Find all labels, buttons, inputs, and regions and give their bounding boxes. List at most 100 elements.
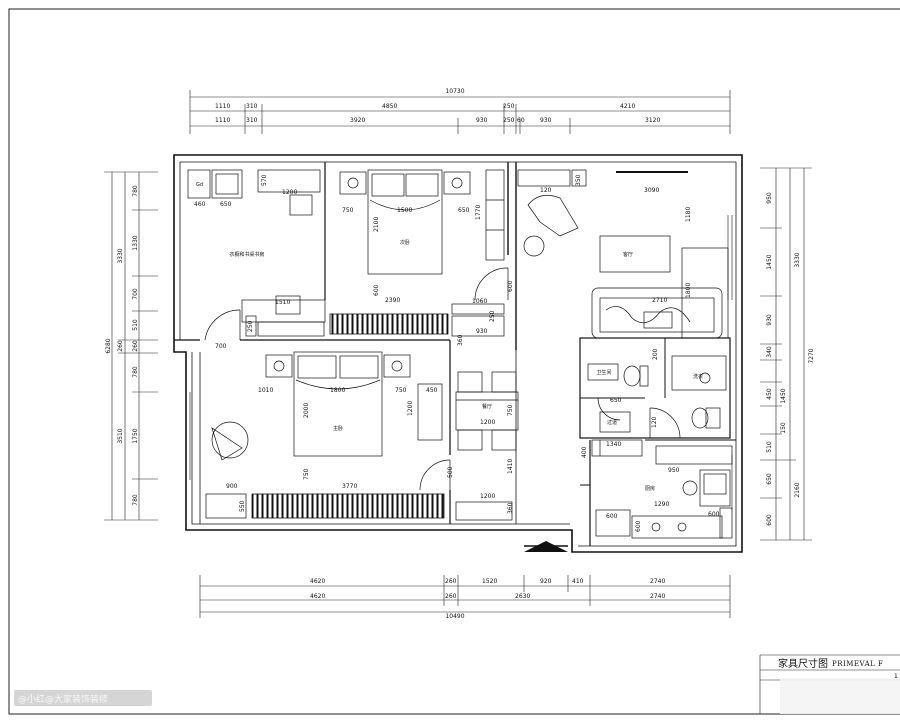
dim-label: 450 [426,387,438,394]
bottom-dimension-chain [199,575,731,618]
drawing-title: 家具尺寸图 [778,657,828,670]
dim-label: 150 [780,422,787,434]
dim-label: 2740 [650,578,665,585]
room-label-hall: 过道 [607,419,617,426]
dim-label: 600 [708,511,720,518]
dim-label: 700 [215,343,227,350]
door-swings [204,267,681,491]
dim-label: 1060 [472,298,487,305]
dim-label: 930 [476,328,488,335]
dim-label: 2710 [652,297,667,304]
dim-label: 1330 [132,235,139,250]
dim-label: 950 [668,467,680,474]
dim-label: 350 [575,174,582,186]
dim-label: 780 [132,494,139,506]
dim-label: 570 [261,174,268,186]
dim-label: 3510 [117,428,124,443]
bedroom-2 [339,169,505,337]
dim-label: 1110 [215,117,230,124]
dim-label: 1800 [685,283,692,298]
dim-label: 260 [445,578,457,585]
dim-label: 600 [507,280,514,292]
dim-label: 600 [606,513,618,520]
room-label-bedroom-2: 次卧 [400,239,410,246]
dim-label: 250 [247,320,254,332]
dim-label: 930 [766,314,773,326]
dim-label: 340 [766,346,773,358]
dim-label: 1450 [766,254,773,269]
room-label-bath: 卫生间 [596,369,611,376]
dim-label: 120 [651,416,658,428]
bathroom-fixtures [587,355,727,457]
dim-label: 920 [540,578,552,585]
dim-label: 600 [373,284,380,296]
title-block-fade [780,678,900,714]
dim-label: 1340 [606,441,621,448]
kitchen-fixtures [595,445,733,539]
dim-label: 1290 [654,501,669,508]
dim-label: 780 [132,185,139,197]
dim-label: 3330 [117,248,124,263]
dim-label: 260 [132,340,139,352]
dim-label: 1510 [275,299,290,306]
dim-label: 1200 [407,401,414,416]
dim-label: 3770 [342,483,357,490]
dim-label: 60 [517,117,525,124]
dim-label: 250 [503,103,515,110]
sheet-number: 1 [894,673,898,680]
dim-label: 1110 [215,103,230,110]
dim-label: 600 [766,514,773,526]
dim-label: 360 [457,334,464,346]
dim-label: 930 [540,117,552,124]
dim-label: 310 [246,103,258,110]
sheet-border [8,8,900,715]
left-dimension-chain [104,171,158,521]
dim-label: 1770 [475,205,482,220]
dim-label: 200 [652,348,659,360]
dim-label: 950 [766,192,773,204]
dim-label: 2160 [794,482,801,497]
dim-label: 1180 [685,207,692,222]
dim-label: 3920 [350,117,365,124]
dim-label: 750 [507,404,514,416]
room-label-kitchen: 厨房 [645,485,655,492]
dim-right-overall: 7270 [808,348,815,363]
drawing-title-en: PRIMEVAL F [832,660,883,668]
master-bedroom [205,351,513,521]
right-dimension-chain [760,167,812,541]
dim-label: 3120 [645,117,660,124]
dim-label: 1200 [282,189,297,196]
dim-label: 4850 [382,103,397,110]
dim-label: 2630 [515,593,530,600]
dim-label: 4210 [620,103,635,110]
dim-label: 900 [226,483,238,490]
dim-label: 780 [132,366,139,378]
dim-label: 400 [581,446,588,458]
dim-label: 930 [476,117,488,124]
dim-label: 120 [540,187,552,194]
room-label-dining: 餐厅 [482,403,492,410]
dim-label: 1200 [480,419,495,426]
dim-label: 1750 [132,428,139,443]
watermark-bg [14,690,152,706]
dim-label: 360 [507,502,514,514]
wardrobe-bedroom-2 [329,313,449,335]
dim-label: 260 [117,340,124,352]
dim-label: 2100 [373,217,380,232]
dining-area [455,371,519,451]
wardrobe-master [251,493,445,519]
dim-label: 2390 [385,297,400,304]
dim-label: 600 [635,520,642,532]
dim-label: 460 [194,201,206,208]
dim-label: 750 [395,387,407,394]
dim-label: 750 [303,468,310,480]
dim-bottom-overall: 10490 [445,613,464,620]
dim-label: 510 [132,319,139,331]
dim-label: 250 [503,117,515,124]
dim-label: 1800 [330,387,345,394]
dim-label: 650 [220,201,232,208]
room-label-study: 衣橱和书桌书房 [229,251,264,258]
dim-label: 1500 [397,207,412,214]
dim-label: 3330 [794,252,801,267]
